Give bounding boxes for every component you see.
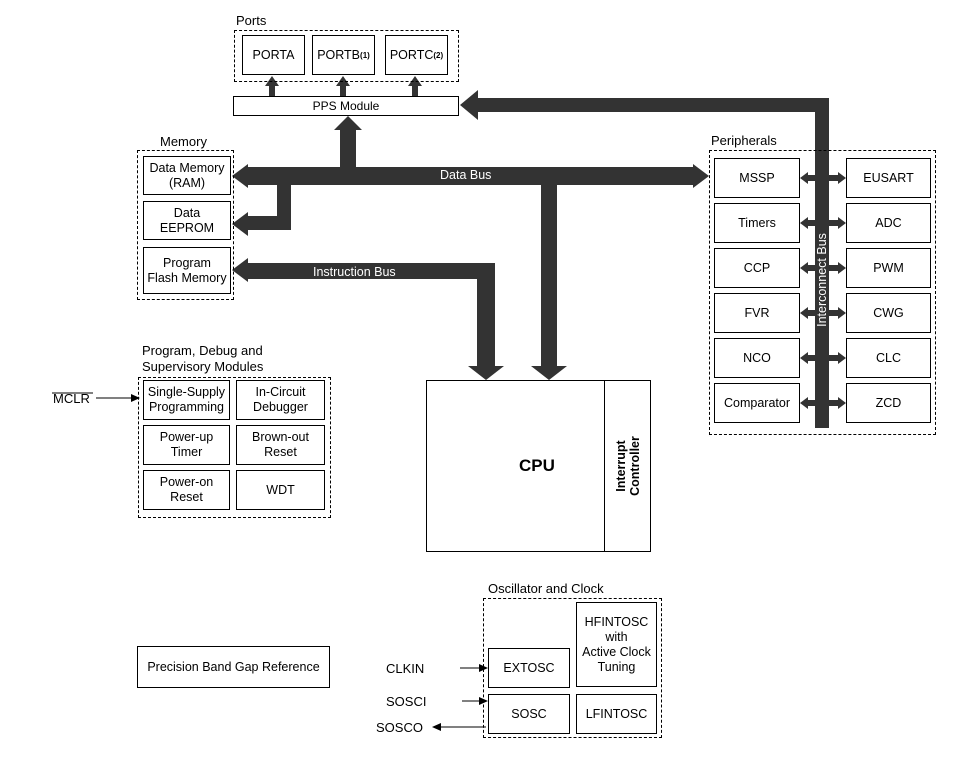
peripheral-pwm: PWM <box>846 248 931 288</box>
peripheral-comparator: Comparator <box>714 383 800 423</box>
data-memory-ram: Data Memory (RAM) <box>143 156 231 195</box>
in-circuit-debugger: In-Circuit Debugger <box>236 380 325 420</box>
porta-box: PORTA <box>242 35 305 75</box>
power-on-reset: Power-on Reset <box>143 470 230 510</box>
extosc: EXTOSC <box>488 648 570 688</box>
ports-title: Ports <box>236 13 267 28</box>
band-gap-reference: Precision Band Gap Reference <box>137 646 330 688</box>
instruction-bus-label: Instruction Bus <box>313 265 396 279</box>
memory-title: Memory <box>160 134 207 149</box>
program-flash-memory: Program Flash Memory <box>143 247 231 294</box>
data-bus <box>232 164 709 188</box>
pds-title: Program, Debug and Supervisory Modules <box>142 343 264 374</box>
interrupt-controller-label: Interrupt Controller <box>614 436 642 496</box>
interrupt-controller <box>604 380 651 552</box>
lfintosc: LFINTOSC <box>576 694 657 734</box>
peripheral-cwg: CWG <box>846 293 931 333</box>
sosco-arrow <box>432 723 441 731</box>
mclr-arrow <box>131 394 140 402</box>
peripheral-nco: NCO <box>714 338 800 378</box>
data-bus-to-eeprom <box>232 185 291 236</box>
oscillator-group <box>483 598 662 738</box>
peripheral-fvr: FVR <box>714 293 800 333</box>
portc-label: PORTC <box>389 47 434 62</box>
data-eeprom: Data EEPROM <box>143 201 231 240</box>
portc-box: PORTC(2) <box>385 35 448 75</box>
portb-note: (1) <box>360 50 370 60</box>
peripherals-title: Peripherals <box>711 133 777 148</box>
pds-group <box>138 377 331 518</box>
peripheral-timers: Timers <box>714 203 800 243</box>
pps-label: PPS Module <box>312 98 380 113</box>
portb-label: PORTB <box>317 47 361 62</box>
brown-out-reset: Brown-out Reset <box>236 425 325 465</box>
wdt: WDT <box>236 470 325 510</box>
sosco-label: SOSCO <box>376 720 423 735</box>
peripherals-group <box>709 150 936 435</box>
ports-group <box>234 30 459 82</box>
oscillator-title: Oscillator and Clock <box>488 581 604 596</box>
interconnect-arrows <box>800 172 846 409</box>
cpu-label: CPU <box>519 456 555 475</box>
peripheral-adc: ADC <box>846 203 931 243</box>
cpu-block <box>426 380 651 552</box>
peripheral-ccp: CCP <box>714 248 800 288</box>
data-bus-label: Data Bus <box>440 168 492 182</box>
single-supply-programming: Single-Supply Programming <box>143 380 230 420</box>
portb-box: PORTB(1) <box>312 35 375 75</box>
peripheral-eusart: EUSART <box>846 158 931 198</box>
sosc: SOSC <box>488 694 570 734</box>
instruction-bus <box>232 258 504 380</box>
data-bus-to-pps <box>334 116 362 167</box>
memory-group <box>137 150 234 300</box>
portc-note: (2) <box>433 50 444 60</box>
mclr-label: MCLR <box>53 391 90 406</box>
pps-module: PPS Module <box>233 96 459 116</box>
porta-label: PORTA <box>252 47 295 62</box>
peripheral-zcd: ZCD <box>846 383 931 423</box>
peripheral-mssp: MSSP <box>714 158 800 198</box>
peripheral-clc: CLC <box>846 338 931 378</box>
hfintosc: HFINTOSC with Active Clock Tuning <box>576 602 657 687</box>
power-up-timer: Power-up Timer <box>143 425 230 465</box>
sosci-label: SOSCI <box>386 694 427 709</box>
data-bus-to-cpu <box>531 185 567 380</box>
clkin-label: CLKIN <box>386 661 425 676</box>
